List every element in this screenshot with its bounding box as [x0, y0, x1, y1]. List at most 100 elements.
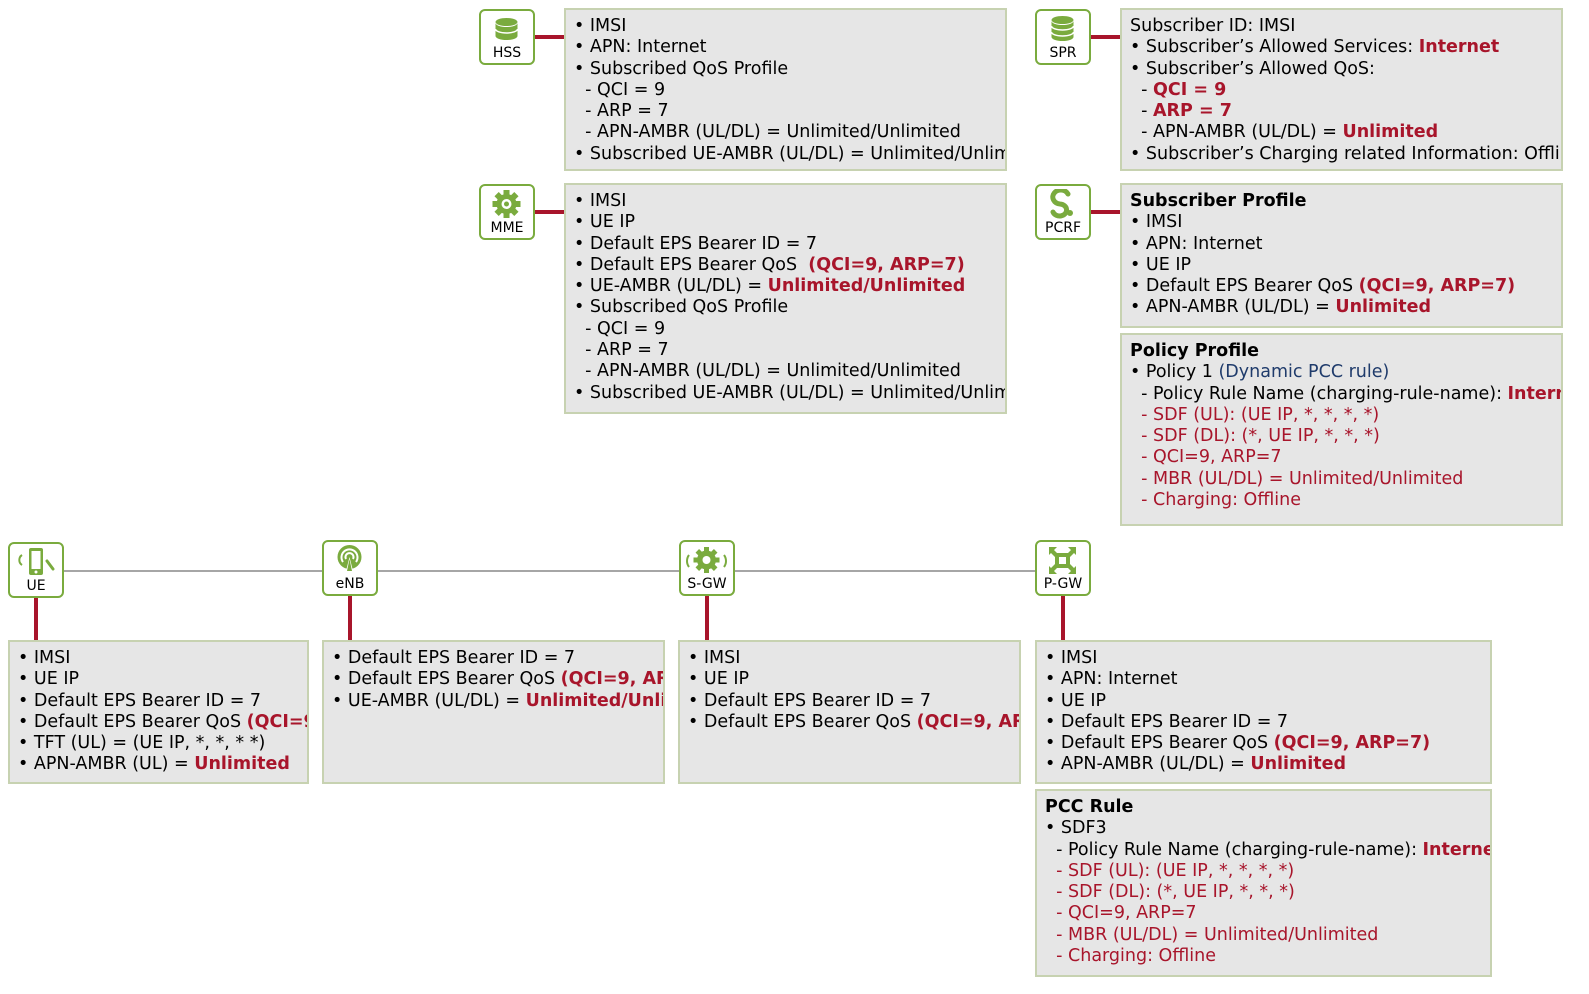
antenna-icon: [337, 545, 362, 573]
info-text: ARP = 7: [1153, 101, 1232, 122]
pgw-node[interactable]: P-GW: [1035, 540, 1091, 596]
info-text: • UE-AMBR (UL/DL) =: [332, 690, 526, 711]
info-text: - ARP = 7: [574, 340, 669, 361]
pcc-rule-box: PCC Rule• SDF3 - Policy Rule Name (charg…: [1035, 789, 1492, 977]
info-text: • UE IP: [688, 669, 750, 690]
info-line: - ARP = 7: [574, 340, 997, 361]
info-text: • Policy 1: [1130, 362, 1219, 383]
info-line: Subscriber Profile: [1130, 191, 1553, 212]
info-text: - MBR (UL/DL) = Unlimited/Unlimited: [1130, 468, 1464, 489]
info-line: - QCI=9, ARP=7: [1130, 447, 1553, 468]
bearer-path-line: [64, 570, 1038, 572]
hss-node[interactable]: HSS: [479, 9, 535, 65]
pcrf-icon: [1050, 189, 1073, 219]
info-text: • Subscriber’s Charging related Informat…: [1130, 143, 1563, 164]
info-text: Internet: [1507, 383, 1561, 404]
info-text: • Default EPS Bearer QoS: [18, 711, 247, 732]
info-text: • IMSI: [574, 191, 627, 211]
info-line: • APN-AMBR (UL/DL) = Unlimited: [1045, 754, 1482, 775]
info-text: • Default EPS Bearer QoS: [1130, 276, 1359, 297]
info-line: • IMSI: [574, 191, 997, 212]
info-line: • APN: Internet: [574, 37, 997, 58]
info-line: • APN: Internet: [1130, 234, 1553, 255]
info-line: • Policy 1 (Dynamic PCC rule): [1130, 362, 1553, 383]
enb-info-box: • Default EPS Bearer ID = 7• Default EPS…: [322, 640, 665, 784]
info-line: • Subscriber’s Charging related Informat…: [1130, 144, 1561, 165]
info-line: - QCI = 9: [1130, 80, 1553, 101]
hss-label: HSS: [492, 45, 522, 61]
info-line: Subscriber ID: IMSI: [1130, 16, 1553, 37]
info-text: • UE IP: [1130, 254, 1192, 275]
info-text: Unlimited: [1250, 754, 1347, 775]
hss-connector: [535, 35, 565, 39]
pcrf-subscriber-profile-box: Subscriber Profile• IMSI• APN: Internet•…: [1120, 183, 1563, 328]
info-line: • Default EPS Bearer ID = 7: [18, 691, 299, 712]
info-line: • APN-AMBR (UL/DL) = Unlimited: [1130, 297, 1553, 318]
info-line: • Subscribed QoS Profile: [574, 297, 997, 318]
info-text: (QCI=9, ARP=7): [1273, 733, 1431, 754]
info-text: -: [1130, 101, 1154, 122]
info-text: • APN: Internet: [574, 37, 707, 58]
info-line: • Subscriber’s Allowed Services: Interne…: [1130, 37, 1553, 58]
info-text: • Subscriber’s Allowed QoS:: [1130, 58, 1375, 79]
info-text: Internet: [1418, 37, 1500, 58]
mme-info-box: • IMSI• UE IP• Default EPS Bearer ID = 7…: [564, 183, 1007, 414]
info-line: - SDF (DL): (*, UE IP, *, *, *): [1130, 426, 1553, 447]
info-line: • UE IP: [18, 669, 299, 690]
info-line: - QCI = 9: [574, 319, 997, 340]
info-text: • Subscribed UE-AMBR (UL/DL) = Unlimited…: [574, 143, 1007, 164]
info-line: • UE IP: [574, 212, 997, 233]
info-text: • IMSI: [1130, 212, 1183, 233]
pgw-connector: [1061, 596, 1065, 642]
info-text: - Policy Rule Name (charging-rule-name):: [1130, 383, 1508, 404]
mme-node[interactable]: MME: [479, 184, 535, 240]
info-line: - SDF (UL): (UE IP, *, *, *, *): [1045, 861, 1482, 882]
info-line: • UE IP: [688, 669, 1011, 690]
info-line: • UE IP: [1130, 255, 1553, 276]
sgw-node[interactable]: S-GW: [679, 540, 735, 596]
info-line: • Subscriber’s Allowed QoS:: [1130, 59, 1553, 80]
enb-connector: [348, 596, 352, 642]
pcrf-policy-profile-box: Policy Profile• Policy 1 (Dynamic PCC ru…: [1120, 333, 1563, 526]
info-text: • Subscribed QoS Profile: [574, 297, 789, 318]
info-line: • TFT (UL) = (UE IP, *, *, * *): [18, 733, 299, 754]
info-text: - QCI=9, ARP=7: [1130, 447, 1282, 468]
info-line: • APN: Internet: [1045, 669, 1482, 690]
info-text: Unlimited: [1335, 297, 1432, 318]
info-line: - APN-AMBR (UL/DL) = Unlimited/Unlimited: [574, 361, 997, 382]
ue-node[interactable]: UE: [8, 542, 64, 598]
info-text: • IMSI: [574, 16, 627, 36]
info-line: - SDF (UL): (UE IP, *, *, *, *): [1130, 405, 1553, 426]
pcrf-node[interactable]: PCRF: [1035, 184, 1091, 240]
info-text: PCC Rule: [1045, 797, 1134, 817]
info-text: • Default EPS Bearer QoS: [332, 669, 561, 690]
info-text: QCI = 9: [1153, 79, 1227, 100]
info-line: • Default EPS Bearer QoS (QCI=9, ARP=7): [574, 255, 997, 276]
ue-connector: [34, 598, 38, 642]
enb-node[interactable]: eNB: [322, 540, 378, 596]
info-text: (QCI=9, ARP=7): [916, 711, 1019, 732]
info-line: - MBR (UL/DL) = Unlimited/Unlimited: [1045, 925, 1482, 946]
spr-node[interactable]: SPR: [1035, 9, 1091, 65]
info-text: Subscriber ID: IMSI: [1130, 16, 1296, 36]
pgw-label: P-GW: [1043, 576, 1083, 592]
info-line: • IMSI: [1130, 212, 1553, 233]
info-text: - QCI = 9: [574, 79, 666, 100]
mme-connector: [535, 210, 565, 214]
sgw-label: S-GW: [687, 576, 727, 592]
enb-label: eNB: [335, 576, 365, 592]
info-line: - Charging: Offline: [1045, 946, 1482, 967]
info-line: Policy Profile: [1130, 341, 1553, 362]
info-line: • Subscribed QoS Profile: [574, 59, 997, 80]
info-line: • Default EPS Bearer QoS (QCI=9, ARP=7): [1045, 733, 1482, 754]
info-text: • APN-AMBR (UL) =: [18, 754, 195, 775]
info-text: • IMSI: [1045, 648, 1098, 668]
info-line: • UE-AMBR (UL/DL) = Unlimited/Unlimited: [332, 690, 663, 712]
info-text: - APN-AMBR (UL/DL) = Unlimited/Unlimited: [574, 361, 961, 382]
info-text: Unlimited: [194, 754, 290, 775]
info-text: • Default EPS Bearer QoS: [574, 254, 809, 275]
info-text: • UE IP: [18, 669, 80, 690]
hss-info-box: • IMSI• APN: Internet• Subscribed QoS Pr…: [564, 8, 1007, 171]
info-text: - SDF (DL): (*, UE IP, *, *, *): [1130, 426, 1380, 447]
info-line: • Default EPS Bearer ID = 7: [574, 234, 997, 255]
